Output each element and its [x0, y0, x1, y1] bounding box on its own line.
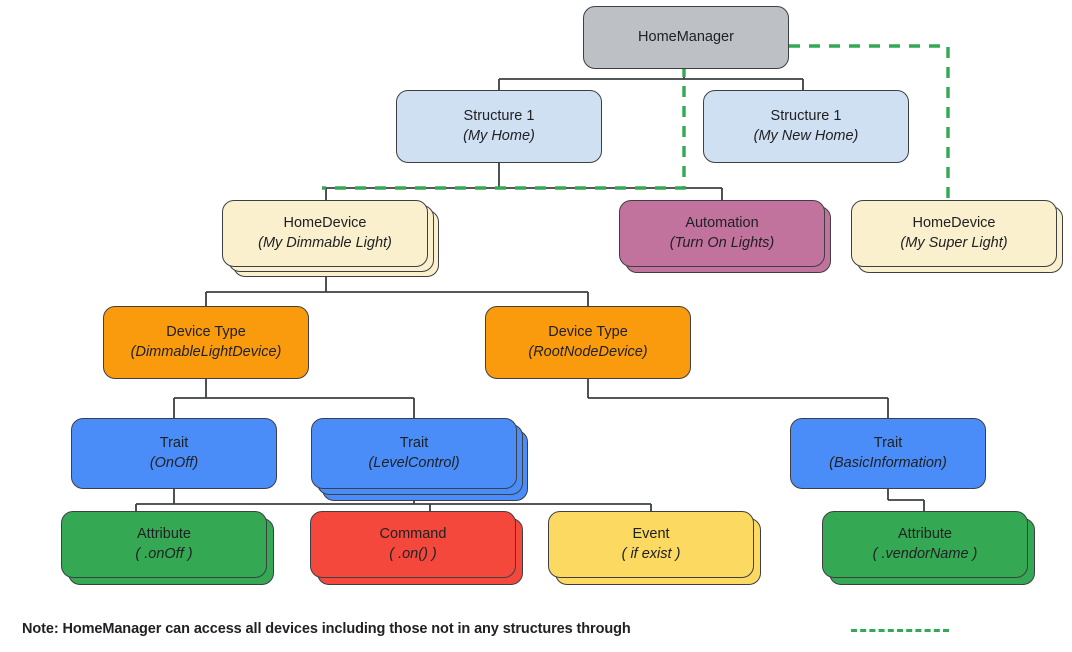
node-title: Structure 1 — [770, 108, 842, 125]
node-title: Device Type — [548, 324, 628, 341]
node-title: Trait — [873, 435, 903, 452]
node-subtitle: (LevelControl) — [368, 454, 460, 471]
node-device-super-light[interactable]: HomeDevice (My Super Light) — [851, 200, 1057, 267]
node-command-on[interactable]: Command ( .on() ) — [310, 511, 516, 578]
node-attribute-onoff[interactable]: Attribute ( .onOff ) — [61, 511, 267, 578]
node-subtitle: (BasicInformation) — [829, 454, 947, 471]
diagram-note: Note: HomeManager can access all devices… — [22, 621, 631, 637]
node-automation-turn-on[interactable]: Automation (Turn On Lights) — [619, 200, 825, 267]
node-title: HomeManager — [638, 28, 734, 45]
node-trait-levelcontrol[interactable]: Trait (LevelControl) — [311, 418, 517, 489]
edge-rootnode-trait — [587, 379, 889, 418]
node-trait-onoff[interactable]: Trait (OnOff) — [71, 418, 277, 489]
node-subtitle: ( if exist ) — [621, 545, 681, 562]
node-title: Attribute — [898, 526, 952, 543]
node-title: Command — [379, 526, 447, 543]
node-subtitle: (My New Home) — [753, 127, 859, 144]
node-title: Attribute — [137, 526, 191, 543]
legend-dashed-line-icon — [851, 629, 949, 632]
node-home-manager[interactable]: HomeManager — [583, 6, 789, 69]
node-title: Trait — [159, 435, 189, 452]
node-structure-my-new-home[interactable]: Structure 1 (My New Home) — [703, 90, 909, 163]
edge-dimmabledevice-traits — [173, 379, 415, 418]
node-title: HomeDevice — [912, 215, 996, 232]
node-devicetype-dimmable-light[interactable]: Device Type (DimmableLightDevice) — [103, 306, 309, 379]
node-title: Structure 1 — [463, 108, 535, 125]
node-trait-basicinformation[interactable]: Trait (BasicInformation) — [790, 418, 986, 489]
node-subtitle: (My Super Light) — [900, 234, 1008, 251]
node-event-if-exist[interactable]: Event ( if exist ) — [548, 511, 754, 578]
node-subtitle: ( .vendorName ) — [872, 545, 978, 562]
node-subtitle: (My Dimmable Light) — [258, 234, 392, 251]
node-subtitle: (OnOff) — [149, 454, 199, 471]
node-attribute-vendorname[interactable]: Attribute ( .vendorName ) — [822, 511, 1028, 578]
node-subtitle: (DimmableLightDevice) — [130, 343, 282, 360]
node-title: Trait — [399, 435, 429, 452]
node-subtitle: ( .onOff ) — [135, 545, 193, 562]
node-title: Automation — [685, 215, 759, 232]
edge-homedevice-devicetypes — [205, 277, 589, 306]
node-device-dimmable-light[interactable]: HomeDevice (My Dimmable Light) — [222, 200, 428, 267]
node-title: HomeDevice — [283, 215, 367, 232]
edge-homemanager-structures — [498, 69, 804, 90]
node-structure-my-home[interactable]: Structure 1 (My Home) — [396, 90, 602, 163]
edge-trait-basicinfo-attribute — [887, 489, 925, 512]
node-subtitle: ( .on() ) — [389, 545, 437, 562]
node-subtitle: (My Home) — [463, 127, 535, 144]
node-subtitle: (Turn On Lights) — [669, 234, 775, 251]
node-title: Event — [632, 526, 670, 543]
edge-structure-children — [325, 163, 723, 200]
node-title: Device Type — [166, 324, 246, 341]
node-subtitle: (RootNodeDevice) — [528, 343, 648, 360]
node-devicetype-rootnode[interactable]: Device Type (RootNodeDevice) — [485, 306, 691, 379]
